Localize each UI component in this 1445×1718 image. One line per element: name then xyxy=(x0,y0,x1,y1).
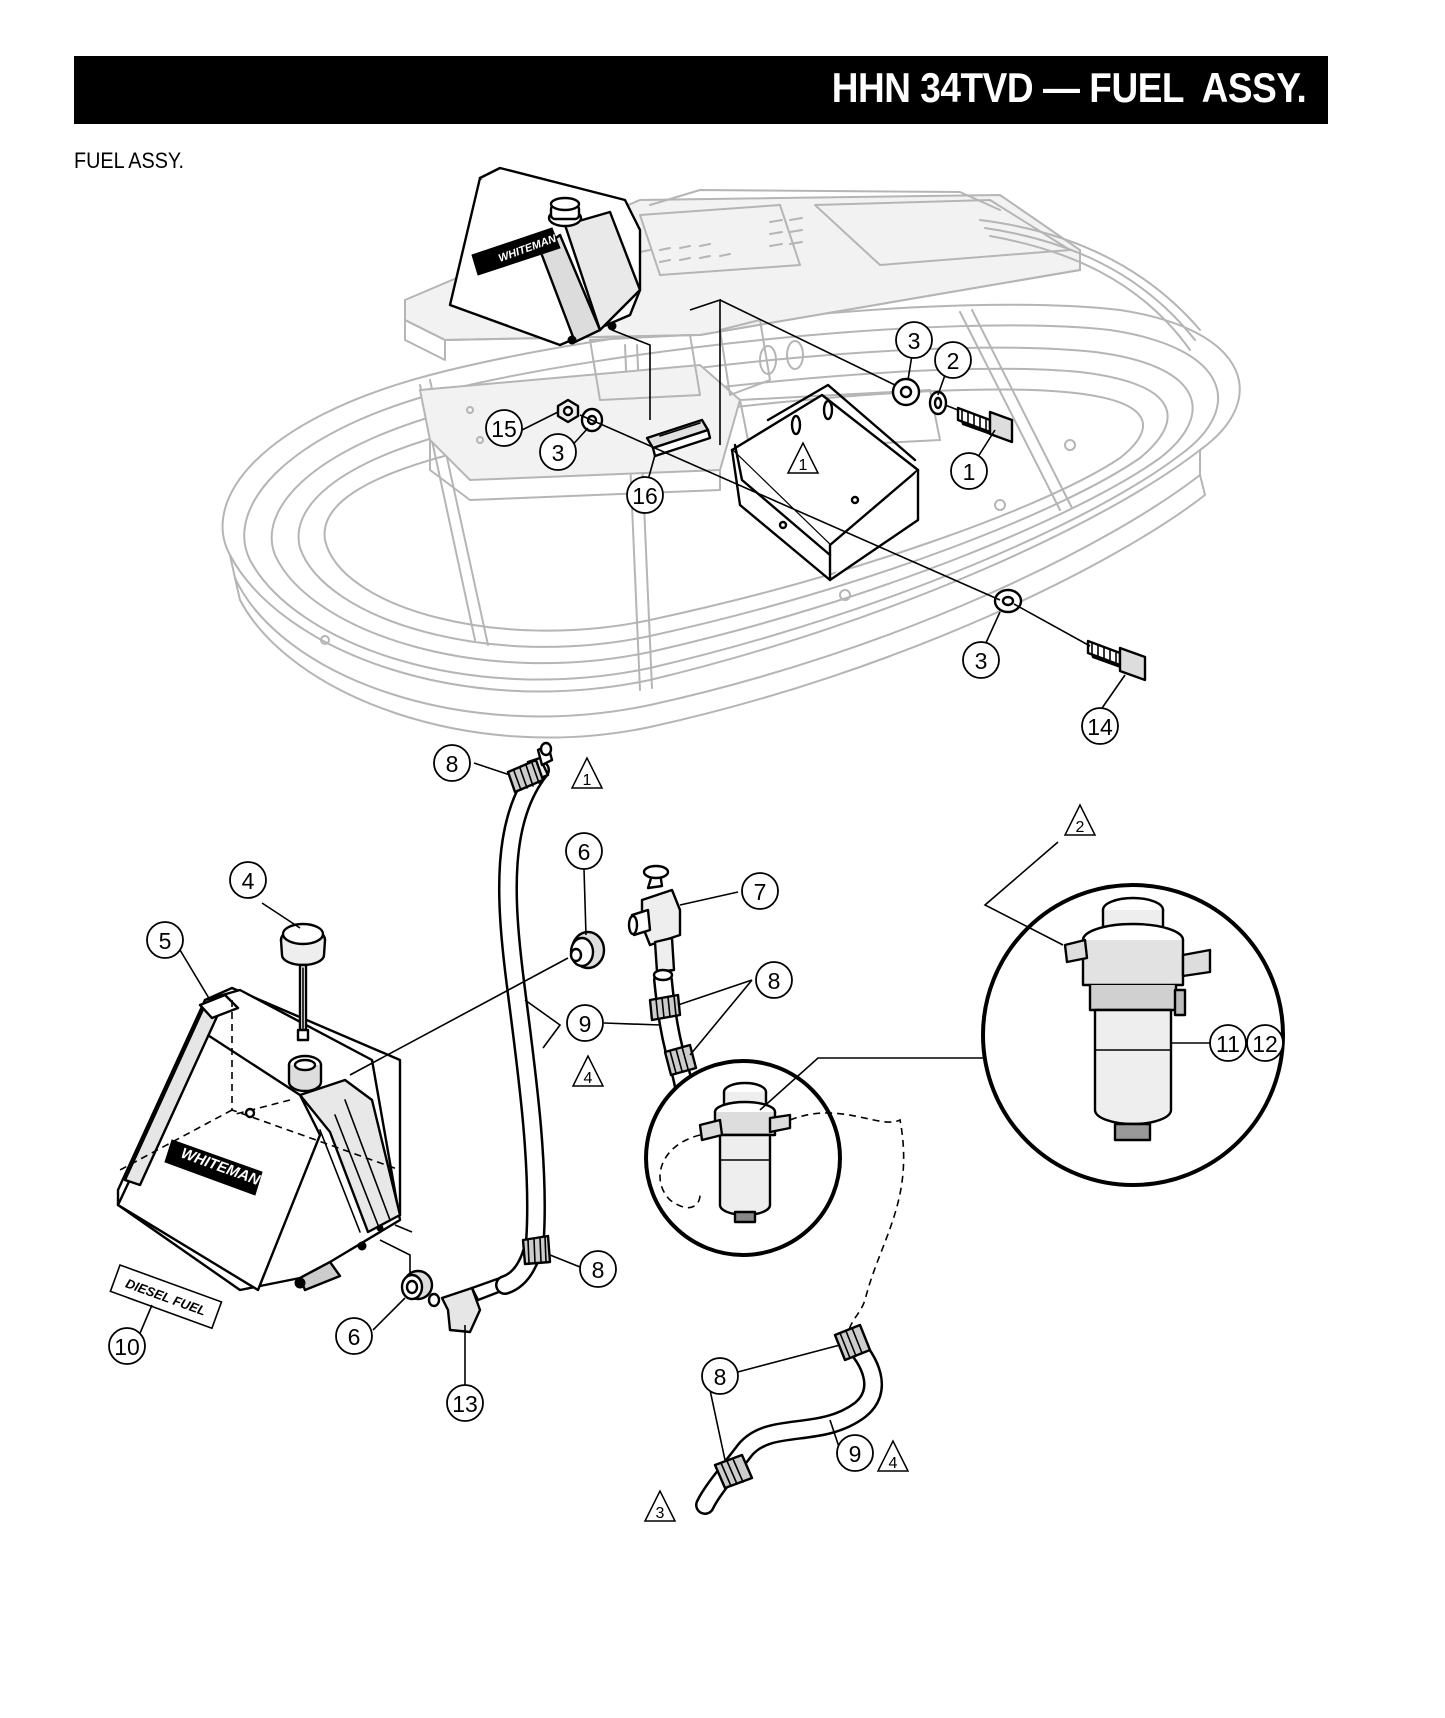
grommet-upper xyxy=(349,930,606,1076)
upper-hardware xyxy=(556,377,1147,682)
callout-c9a: 9 xyxy=(566,1004,604,1042)
diesel-fuel-decal: DIESEL FUEL xyxy=(109,1263,223,1330)
svg-text:3: 3 xyxy=(552,440,565,466)
note-triangle-n2: 2 xyxy=(1063,803,1097,836)
fuel-tank: WHITEMAN xyxy=(116,986,402,1292)
note-triangle-n4b: 4 xyxy=(876,1439,910,1472)
fuel-hose-short-lower xyxy=(695,1323,884,1515)
shutoff-valve xyxy=(627,864,682,974)
svg-text:2: 2 xyxy=(1076,819,1085,836)
callout-c13: 13 xyxy=(446,1384,484,1422)
svg-text:2: 2 xyxy=(947,348,960,374)
svg-text:11: 11 xyxy=(1216,1031,1240,1057)
callout-c3b: 3 xyxy=(539,433,577,471)
callout-c16: 16 xyxy=(626,476,664,514)
svg-text:14: 14 xyxy=(1087,714,1113,740)
svg-text:8: 8 xyxy=(592,1257,605,1283)
fuel-cap-dipstick xyxy=(279,922,327,1042)
callout-c6a: 6 xyxy=(565,832,603,870)
svg-text:9: 9 xyxy=(849,1441,862,1467)
page-title: HHN 34TVD — FUEL ASSY. xyxy=(831,64,1306,111)
callout-c3a: 3 xyxy=(895,321,933,359)
callout-c15: 15 xyxy=(485,409,523,447)
callout-c2: 2 xyxy=(934,341,972,379)
callout-c8b: 8 xyxy=(755,961,793,999)
svg-text:6: 6 xyxy=(578,839,591,865)
clamp-strap xyxy=(645,418,712,458)
callout-c9b: 9 xyxy=(836,1434,874,1472)
note-triangle-n1a: 1 xyxy=(570,756,604,789)
tank-mounting-bracket xyxy=(730,383,920,582)
svg-text:1: 1 xyxy=(963,459,976,485)
svg-text:16: 16 xyxy=(632,483,658,509)
note-group: 1 1 2 4 4 3 xyxy=(570,441,1097,1522)
callout-c8c: 8 xyxy=(579,1250,617,1288)
upper-assembly-lines xyxy=(579,298,1091,647)
detail-connector xyxy=(759,1057,985,1111)
svg-text:8: 8 xyxy=(446,751,459,777)
callout-c4: 4 xyxy=(229,861,267,899)
svg-text:12: 12 xyxy=(1252,1031,1278,1057)
svg-text:4: 4 xyxy=(889,1455,898,1472)
svg-text:1: 1 xyxy=(583,772,592,789)
callout-c11: 11 xyxy=(1209,1024,1247,1062)
svg-text:8: 8 xyxy=(768,968,781,994)
svg-text:13: 13 xyxy=(452,1391,478,1417)
fuel-filter-detail-large xyxy=(981,883,1285,1187)
callout-c6b: 6 xyxy=(335,1317,373,1355)
callout-c1: 1 xyxy=(950,452,988,490)
svg-text:1: 1 xyxy=(799,457,808,474)
svg-text:3: 3 xyxy=(656,1505,665,1522)
note-triangle-n4a: 4 xyxy=(571,1054,605,1087)
svg-text:5: 5 xyxy=(159,928,172,954)
callout-c3c: 3 xyxy=(962,641,1000,679)
fuel-hose-long xyxy=(495,741,554,1295)
section-subtitle: FUEL ASSY. xyxy=(74,148,185,173)
callout-c14: 14 xyxy=(1081,707,1119,745)
callout-c8a: 8 xyxy=(433,744,471,782)
note-triangle-n1b: 1 xyxy=(786,441,820,474)
callout-c12: 12 xyxy=(1246,1024,1284,1062)
note-triangle-n3: 3 xyxy=(643,1489,677,1522)
svg-text:8: 8 xyxy=(714,1364,727,1390)
fuel-filter-detail-small xyxy=(644,1059,905,1336)
callout-c5: 5 xyxy=(146,921,184,959)
svg-text:4: 4 xyxy=(584,1070,593,1087)
svg-text:7: 7 xyxy=(754,879,767,905)
trowel-frame-ghost xyxy=(221,189,1241,739)
callout-c7: 7 xyxy=(741,872,779,910)
callout-c8d: 8 xyxy=(701,1357,739,1395)
svg-text:9: 9 xyxy=(579,1011,592,1037)
svg-text:4: 4 xyxy=(242,868,255,894)
fuel-tank-mounted: WHITEMAN xyxy=(448,166,642,347)
svg-text:10: 10 xyxy=(114,1334,140,1360)
svg-text:6: 6 xyxy=(348,1324,361,1350)
lower-fittings xyxy=(379,1224,506,1334)
header-bar: HHN 34TVD — FUEL ASSY. xyxy=(74,56,1328,124)
svg-text:3: 3 xyxy=(975,648,988,674)
callout-c10: 10 xyxy=(108,1327,146,1365)
svg-text:15: 15 xyxy=(491,416,517,442)
svg-text:3: 3 xyxy=(908,328,921,354)
